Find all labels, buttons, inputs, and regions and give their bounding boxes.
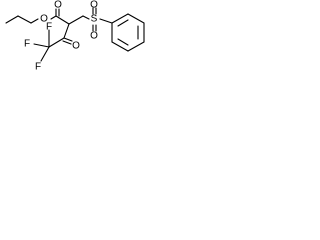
atom-fluorine-left: F [24,39,30,50]
chemical-structure: O O O S O O F F F [0,0,155,91]
atom-ketone-oxygen: O [72,41,80,52]
benzene-bond-4 [127,41,145,52]
benzene-bond-1 [111,13,129,24]
bond-ketone-cf3 [48,37,65,48]
bond-backbone-ch2 [68,15,84,25]
bond-ester-backbone [55,15,70,25]
bond-ethyl-ch3 [5,15,19,24]
bond-o-ethyl [30,18,39,24]
atom-fluorine-bottom: F [35,62,41,73]
atom-ester-carbonyl-oxygen: O [54,0,62,11]
bond-lines [5,7,145,62]
bond-sulfur-phenyl [99,18,113,24]
bond-o-carbonyl [50,15,57,20]
benzene-bond-5 [111,41,129,52]
atom-fluorine-top: F [46,22,52,33]
benzene-inner-1 [117,19,129,27]
atom-ester-oxygen: O [40,14,48,25]
atom-labels: O O O S O O F F F [24,0,98,73]
bond-c-f-left [33,43,50,48]
atom-sulfur: S [91,14,98,25]
atom-sulfonyl-oxygen-bottom: O [90,31,98,42]
bond-ch2-sulfur [82,15,90,20]
bond-ethyl-ch2 [17,15,32,24]
benzene-bond-2 [127,13,145,24]
bond-ketone-double-1 [63,37,73,42]
bond-backbone-ketone [63,23,70,39]
molecule-diagram: O O O S O O F F F [5,0,145,73]
bond-c-f-bottom [40,46,50,62]
bond-ketone-double-2 [62,40,72,45]
benzene-inner-3 [117,38,129,46]
atom-sulfonyl-oxygen-top: O [90,0,98,11]
